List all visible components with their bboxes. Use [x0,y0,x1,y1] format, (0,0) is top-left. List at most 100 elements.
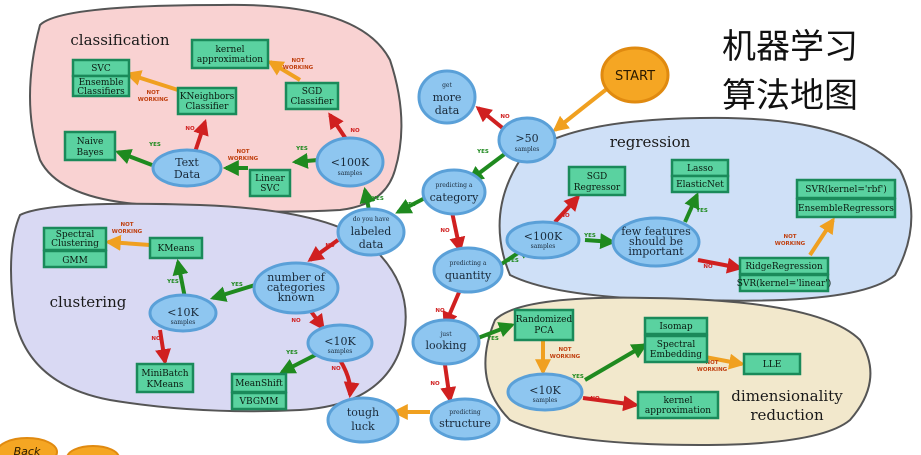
minibatch-t2: KMeans [146,380,183,390]
node-lt10k-dim [506,372,584,412]
decision-nodes [148,69,701,444]
edge-few-lasso [683,192,700,223]
text-data-t2: Data [174,168,201,181]
start-label: START [615,69,655,84]
edge-text-nb [115,149,153,167]
label-no-11: NO [291,318,301,324]
node-lt10k-cluster2 [306,323,374,363]
text-data-t1: Text [175,156,199,169]
box-vbgmm [230,391,288,411]
edge-few-ridge [697,257,744,274]
labeled-t2: labeled [351,225,392,238]
regression-region [498,116,913,302]
label-no-6: NO [560,213,570,219]
lasso-t: Lasso [687,164,713,174]
edge-lt100k-linsvc [291,152,319,169]
label-nw-7b: WORKING [112,229,143,235]
spectral-c-t1: Spectral [56,230,95,240]
dimensionality-label-2: reduction [750,406,824,424]
start-node[interactable]: START [600,46,670,104]
back-button[interactable]: Back [0,437,58,455]
kernel-c-t2: approximation [197,55,263,65]
label-nw-1b: WORKING [228,156,259,162]
kernel-d-t2: approximation [645,406,711,416]
minibatch-t1: MiniBatch [141,369,188,379]
svr-rbf-t: SVR(kernel='rbf') [805,184,886,195]
labeled-t3: data [359,238,384,251]
lt10k-c-t1: <10K [167,306,199,319]
sgd-c-t1: SGD [302,87,323,97]
spectral-e-t1: Spectral [657,340,696,350]
edge-labeled-numcat [307,238,340,262]
lt10k-d-t1: <10K [529,384,561,397]
label-nw-2b: WORKING [283,65,314,71]
label-no-8: NO [435,308,445,314]
category-t1: predicting a [436,182,473,189]
nb-t2: Bayes [76,148,103,158]
label-nw-4a: NOT [783,234,796,240]
label-yes-8: YES [506,258,519,264]
classification-label: classification [70,31,170,49]
lt100k-reg-t2: samples [531,243,556,250]
meanshift-t: MeanShift [235,379,283,389]
title-line-1: 机器学习 [722,27,858,67]
ridge-t: RidgeRegression [745,262,823,272]
sgd-c-t2: Classifier [291,97,335,107]
label-yes-13: YES [285,350,298,356]
more-data-t2: more [433,91,462,104]
label-no-2: NO [440,228,450,234]
labeled-t1: do you have [353,216,390,223]
label-nw-6a: NOT [705,360,718,366]
isomap-t: Isomap [659,322,692,332]
box-gmm [42,249,108,269]
label-yes-9: YES [486,336,499,342]
edge-text-kn [193,118,209,153]
edge-category-labeled [395,196,426,214]
decision-node-texts: get more data >50 samples predicting a c… [167,82,691,433]
label-nw-3b: WORKING [138,97,169,103]
label-no-7: NO [703,264,713,270]
label-no-9: NO [430,381,440,387]
label-yes-5: YES [148,142,161,148]
tough-t2: luck [351,420,375,433]
node-num-categories [252,261,340,315]
box-linear-svc [248,168,292,198]
sgd-r-t1: SGD [587,172,608,182]
edge-spectral-lle [704,353,746,370]
algorithm-boxes[interactable] [42,38,897,420]
label-yes-10: YES [571,374,584,380]
label-yes-1: YES [476,149,489,155]
kernel-d-t1: kernel [663,396,692,406]
edge-lt10k-kmeans [172,258,189,299]
box-sgd-regressor [567,165,627,197]
label-no-1: NO [500,114,510,120]
category-t2: category [430,191,480,204]
dimensionality-region [484,296,872,447]
box-kneighbors [176,86,238,116]
label-nw-2a: NOT [291,58,304,64]
elasticnet-t: ElasticNet [676,180,724,190]
lt10k-c-t2: samples [171,319,196,326]
second-nav-button[interactable] [66,445,120,455]
lt100k-class-t1: <100K [331,156,370,169]
pca-t2: PCA [534,326,554,336]
few-features-t1: few features [621,225,691,238]
label-yes-12: YES [166,279,179,285]
edge-labels: NO YES YES NO YES NO NO YES YES NO NOT W… [112,58,806,402]
edge-gt50-category [467,148,512,182]
label-no-10: NO [590,396,600,402]
kmeans-t: KMeans [157,244,194,254]
regression-label: regression [610,133,691,151]
numcat-t2: categories [267,281,326,294]
quantity-t2: quantity [445,269,492,282]
node-predicting-structure [429,397,501,441]
gmm-t: GMM [62,256,88,266]
node-text-data [151,148,223,188]
edge-lt100kreg-sgdreg [553,194,581,224]
label-yes-11: YES [230,282,243,288]
svc-t: SVC [91,64,111,74]
label-yes-2: YES [403,202,416,208]
node-gt50 [497,116,557,164]
gt50-t2: samples [515,146,540,153]
kn-t1: KNeighbors [180,92,235,102]
